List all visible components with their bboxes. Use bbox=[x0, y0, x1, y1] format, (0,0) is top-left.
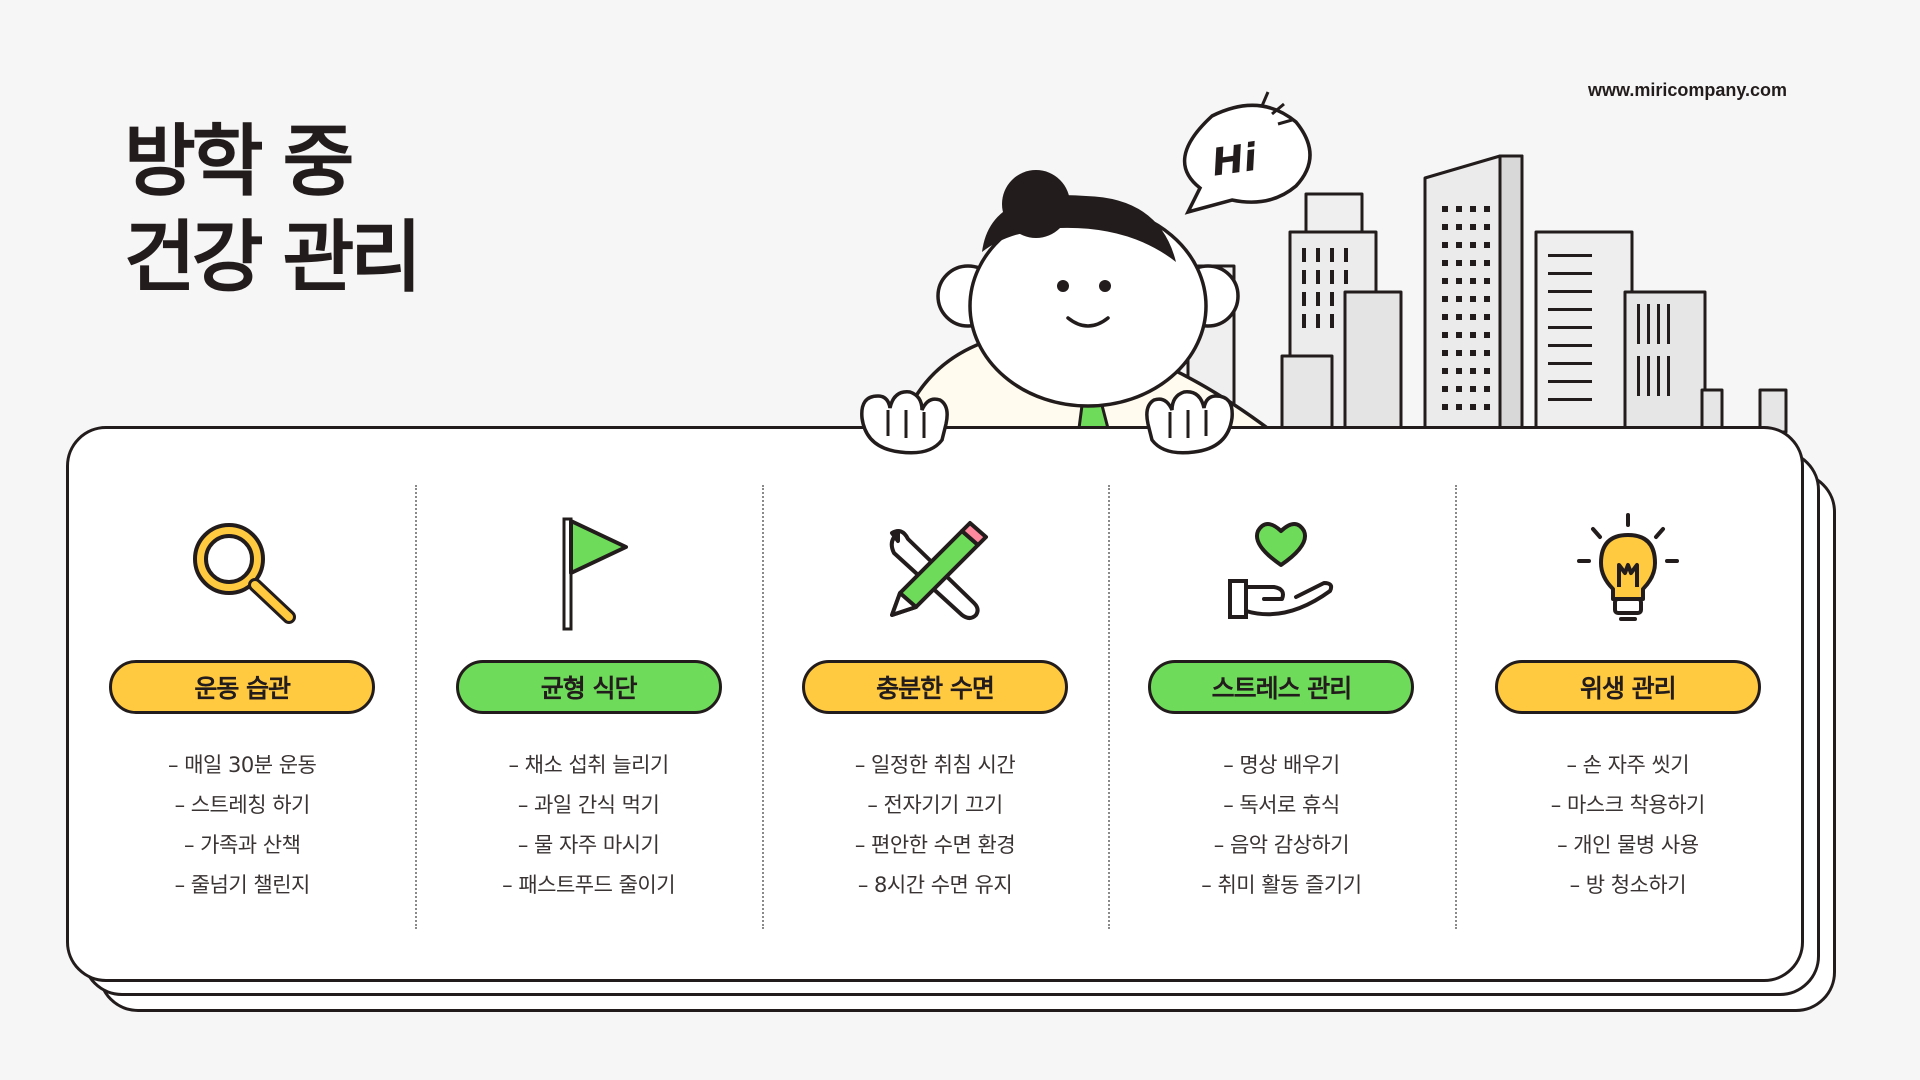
category-label: 스트레스 관리 bbox=[1148, 660, 1415, 714]
category-items: – 일정한 취침 시간 – 전자기기 끄기 – 편안한 수면 환경 – 8시간 수면 … bbox=[762, 745, 1108, 905]
list-item: – 독서로 휴식 bbox=[1223, 793, 1340, 817]
category-column: 운동 습관 – 매일 30분 운동 – 스트레칭 하기 – 가족과 산책 – 줄넘기 챌… bbox=[69, 429, 415, 979]
list-item: – 일정한 취침 시간 bbox=[854, 753, 1016, 777]
speech-text: Hi bbox=[1209, 135, 1260, 185]
health-card: 운동 습관 – 매일 30분 운동 – 스트레칭 하기 – 가족과 산책 – 줄넘기 챌… bbox=[66, 426, 1804, 982]
category-items: – 채소 섭취 늘리기 – 과일 간식 먹기 – 물 자주 마시기 – 패스트푸드 줄… bbox=[415, 745, 761, 905]
category-column: 위생 관리 – 손 자주 씻기 – 마스크 착용하기 – 개인 물병 사용 – 방 청소… bbox=[1454, 429, 1801, 979]
category-items: – 매일 30분 운동 – 스트레칭 하기 – 가족과 산책 – 줄넘기 챌린지 bbox=[69, 745, 415, 905]
list-item: – 음악 감상하기 bbox=[1213, 833, 1350, 857]
list-item: – 줄넘기 챌린지 bbox=[174, 873, 311, 897]
list-item: – 방 청소하기 bbox=[1569, 873, 1687, 897]
flag-icon bbox=[524, 511, 654, 631]
list-item: – 물 자주 마시기 bbox=[517, 833, 660, 857]
category-label: 위생 관리 bbox=[1494, 660, 1761, 714]
title-line-1: 방학 중 bbox=[124, 117, 354, 207]
list-item: – 손 자주 씻기 bbox=[1566, 753, 1690, 777]
category-column: 스트레스 관리 – 명상 배우기 – 독서로 휴식 – 음악 감상하기 – 취미 활동 … bbox=[1108, 429, 1454, 979]
list-item: – 개인 물병 사용 bbox=[1557, 833, 1699, 857]
category-label: 운동 습관 bbox=[109, 660, 376, 714]
category-label: 균형 식단 bbox=[455, 660, 722, 714]
city-buildings-icon bbox=[1186, 154, 1788, 444]
category-items: – 손 자주 씻기 – 마스크 착용하기 – 개인 물병 사용 – 방 청소하기 bbox=[1455, 745, 1801, 905]
list-item: – 패스트푸드 줄이기 bbox=[502, 873, 676, 897]
title-line-2: 건강 관리 bbox=[124, 213, 422, 303]
list-item: – 마스크 착용하기 bbox=[1550, 793, 1706, 817]
list-item: – 명상 배우기 bbox=[1223, 753, 1340, 777]
list-item: – 매일 30분 운동 bbox=[168, 753, 317, 777]
page-title: 방학 중 건강 관리 bbox=[124, 114, 422, 306]
category-column: 균형 식단 – 채소 섭취 늘리기 – 과일 간식 먹기 – 물 자주 마시기 – 패스… bbox=[415, 429, 761, 979]
lightbulb-icon bbox=[1563, 511, 1693, 631]
list-item: – 전자기기 끄기 bbox=[867, 793, 1003, 817]
heart-hand-icon bbox=[1216, 511, 1346, 631]
list-item: – 편안한 수면 환경 bbox=[854, 833, 1016, 857]
magnifier-icon bbox=[177, 511, 307, 631]
list-item: – 과일 간식 먹기 bbox=[517, 793, 660, 817]
list-item: – 취미 활동 즐기기 bbox=[1201, 873, 1362, 897]
list-item: – 8시간 수면 유지 bbox=[857, 873, 1013, 897]
category-items: – 명상 배우기 – 독서로 휴식 – 음악 감상하기 – 취미 활동 즐기기 bbox=[1108, 745, 1454, 905]
list-item: – 채소 섭취 늘리기 bbox=[508, 753, 669, 777]
site-url[interactable]: www.miricompany.com bbox=[1588, 80, 1788, 100]
list-item: – 스트레칭 하기 bbox=[174, 793, 311, 817]
category-column: 충분한 수면 – 일정한 취침 시간 – 전자기기 끄기 – 편안한 수면 환경 – 8… bbox=[761, 429, 1108, 979]
pencil-wrench-icon bbox=[870, 511, 1000, 631]
list-item: – 가족과 산책 bbox=[183, 833, 301, 857]
category-label: 충분한 수면 bbox=[802, 660, 1069, 714]
